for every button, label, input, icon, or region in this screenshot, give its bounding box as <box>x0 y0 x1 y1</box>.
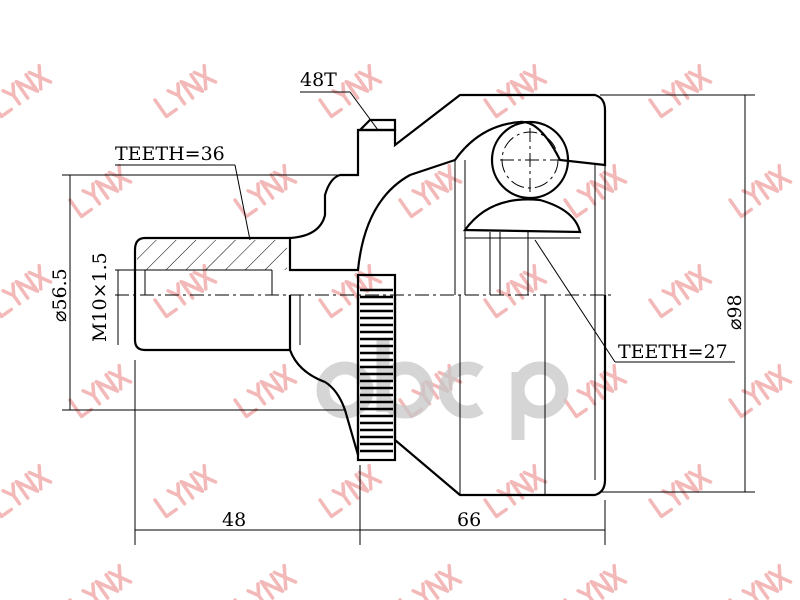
label-length-66: 66 <box>457 509 481 531</box>
lynx-watermark <box>153 63 218 119</box>
lynx-watermark <box>318 463 383 519</box>
lynx-watermark <box>0 63 53 119</box>
label-diameter-56-5: ⌀56.5 <box>49 268 71 322</box>
lynx-watermark <box>68 563 133 600</box>
lynx-watermark <box>483 263 548 319</box>
label-diameter-98: ⌀98 <box>724 294 746 330</box>
lynx-watermark <box>0 263 53 319</box>
label-teeth-27: TEETH=27 <box>618 341 728 363</box>
lynx-watermark <box>0 463 53 519</box>
lynx-watermark <box>563 563 628 600</box>
lynx-watermark <box>648 463 713 519</box>
dimensions <box>62 91 755 545</box>
label-48t: 48T <box>300 69 337 91</box>
lynx-watermark <box>233 363 298 419</box>
lynx-watermark <box>483 63 548 119</box>
abs-ring <box>356 273 397 462</box>
lynx-watermark <box>648 263 713 319</box>
label-thread-m10: M10×1.5 <box>89 252 111 342</box>
lynx-watermark <box>153 263 218 319</box>
lynx-watermark <box>68 363 133 419</box>
lynx-watermark <box>728 363 793 419</box>
lynx-watermark <box>233 563 298 600</box>
stub-shaft <box>133 236 290 352</box>
lynx-watermark <box>648 63 713 119</box>
lynx-watermark <box>68 163 133 219</box>
outer-race-lower <box>288 295 607 497</box>
lynx-watermark <box>398 163 463 219</box>
lynx-watermark <box>483 463 548 519</box>
lynx-watermark <box>728 563 793 600</box>
lynx-watermark <box>728 163 793 219</box>
label-length-48: 48 <box>222 509 246 531</box>
lynx-watermark <box>153 463 218 519</box>
lynx-watermark <box>398 563 463 600</box>
outer-race-section <box>288 93 607 295</box>
ball <box>490 120 570 200</box>
label-teeth-36: TEETH=36 <box>115 143 225 165</box>
